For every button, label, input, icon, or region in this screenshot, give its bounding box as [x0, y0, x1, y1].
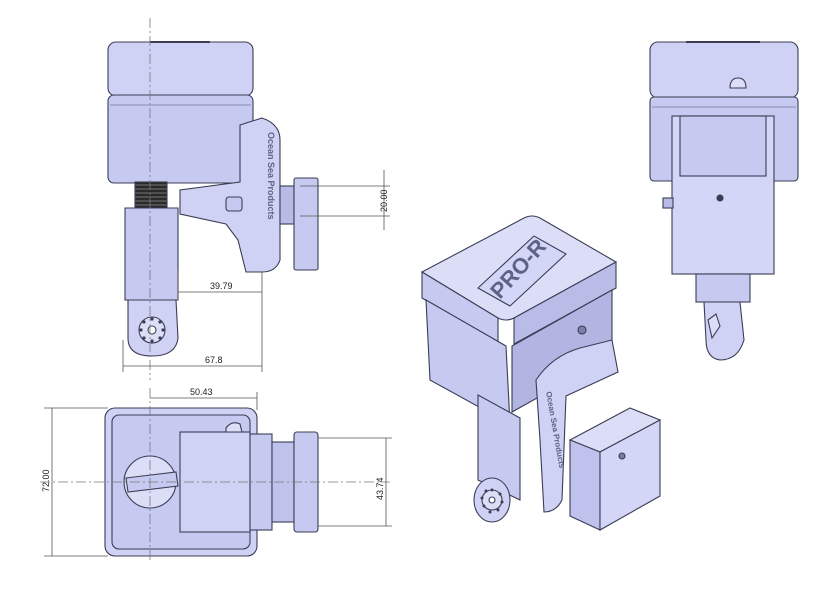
dim-39-79-label: 39.79: [210, 281, 233, 291]
iso-rose-dots: [480, 488, 504, 514]
front-clamp-bracket: [179, 117, 281, 273]
front-rose-dots: [139, 317, 165, 343]
front-brand-text: Ocean Sea Products: [266, 132, 276, 220]
side-cap: [649, 41, 799, 99]
isometric-view: [420, 215, 662, 531]
front-body: [107, 94, 254, 184]
dim-20-label: 20.00: [379, 189, 389, 212]
front-cap: [107, 41, 254, 97]
dim-72-label: 72.00: [41, 469, 51, 492]
iso-knob: [599, 419, 661, 531]
dim-67-8-label: 67.8: [205, 355, 223, 365]
front-thread: [134, 181, 168, 209]
top-dimension-lines: [40, 388, 392, 560]
iso-tube: [477, 394, 521, 501]
dim-50-43-label: 50.43: [190, 387, 213, 397]
front-dimension-lines: [122, 18, 390, 380]
front-tube: [124, 207, 179, 301]
iso-clamp-bracket: [535, 339, 619, 513]
front-knob: [293, 177, 319, 271]
front-view: [107, 41, 319, 357]
side-view: [649, 41, 799, 361]
dim-43-74-label: 43.74: [375, 477, 385, 500]
